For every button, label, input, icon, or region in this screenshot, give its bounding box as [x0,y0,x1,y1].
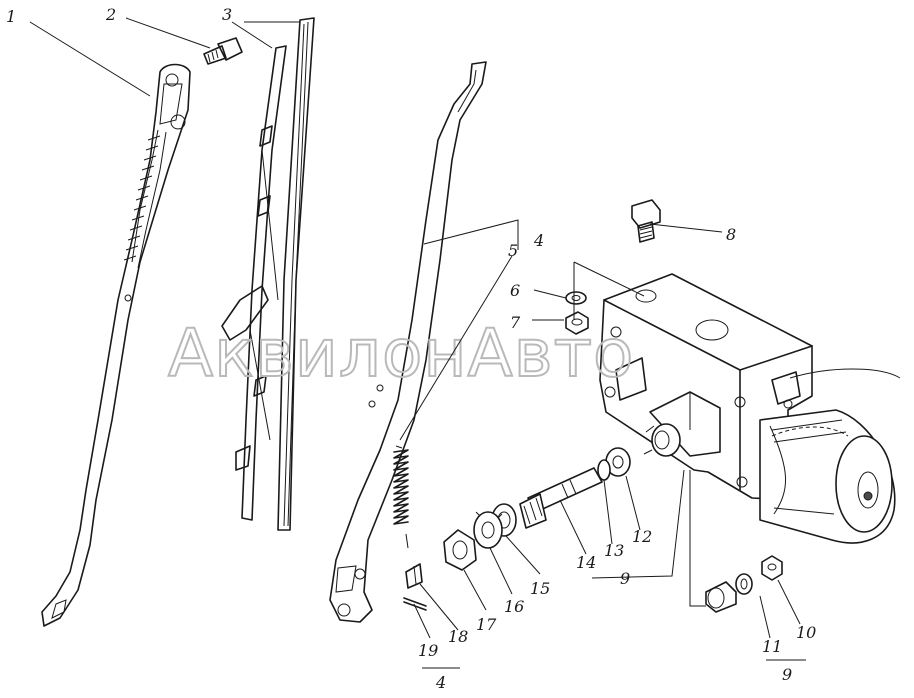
callout-5: 5 [508,241,518,260]
bolt-8 [631,199,661,243]
spring-5 [393,445,409,549]
callout-2: 2 [105,5,116,24]
callout-16: 16 [504,597,524,616]
callout-8: 8 [726,225,736,244]
watermark: АквилонАвто [168,315,634,392]
callout-3: 3 [222,5,232,24]
callout-9: 9 [620,569,630,588]
nut-10 [761,555,783,581]
leader-lines [29,17,806,669]
callout-14: 14 [576,553,596,572]
clip-18 [405,563,423,589]
nut-17 [443,529,477,571]
callout-9-lower: 9 [782,665,792,684]
callout-17: 17 [476,615,497,634]
callout-7: 7 [510,313,521,332]
callout-12: 12 [632,527,652,546]
callouts: 1 2 3 4 5 6 7 8 9 10 11 9 12 13 14 15 16… [6,5,816,692]
washer-6 [565,291,587,305]
callout-18: 18 [448,627,468,646]
callout-1: 1 [6,7,16,26]
nut-7 [565,311,589,335]
callout-6: 6 [510,281,520,300]
washer-11 [735,573,753,595]
wiper-blade-3 [221,17,315,531]
wiper-arm-right [329,61,487,623]
shaft-14 [519,467,603,529]
washer-16 [473,511,503,549]
wiper-arm-left [41,63,191,627]
callout-4-lower: 4 [435,673,446,692]
motor-gearbox-9 [599,273,901,544]
callout-11: 11 [762,637,782,656]
callout-10: 10 [796,623,816,642]
pin-19 [403,597,427,611]
callout-15: 15 [530,579,550,598]
callout-4: 4 [533,231,544,250]
bushing-9 [705,581,737,613]
callout-13: 13 [604,541,624,560]
bolt-2 [203,37,243,65]
callout-19: 19 [418,641,438,660]
